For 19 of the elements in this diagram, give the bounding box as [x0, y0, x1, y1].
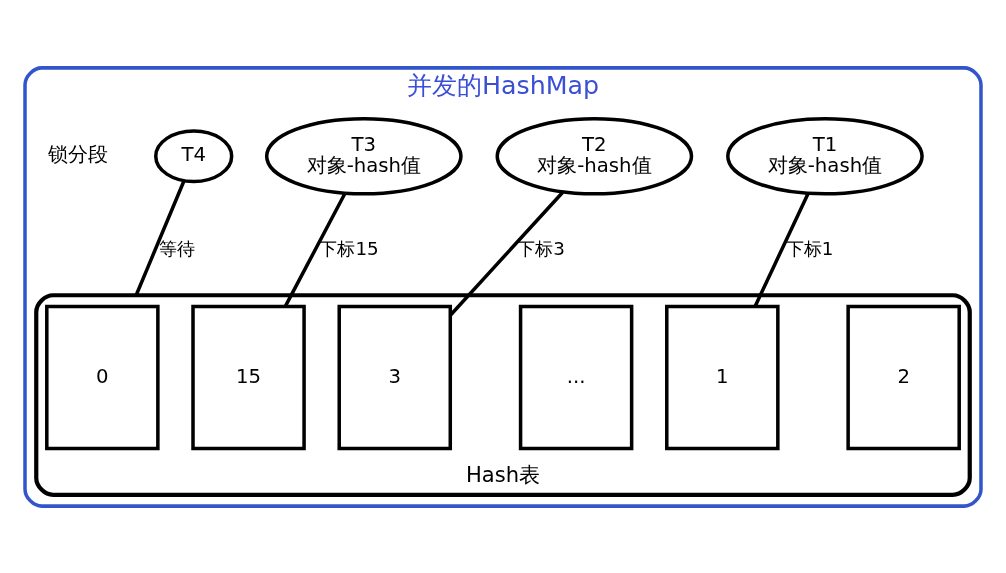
edge-label: 下标1: [785, 237, 834, 259]
connector: [753, 192, 810, 307]
edge-label: 下标3: [517, 237, 565, 259]
node-box: 0: [45, 304, 160, 450]
edge-label: 等待: [158, 237, 195, 259]
label: 锁分段: [48, 142, 109, 166]
node-box: 2: [846, 304, 961, 450]
node-ellipse: T3 对象-hash值: [264, 116, 463, 196]
connector: [134, 179, 186, 296]
node-box: 1: [665, 304, 780, 450]
node-box: ...: [518, 304, 634, 450]
node-box: 15: [191, 304, 306, 450]
node-box: 3: [337, 304, 453, 450]
connector: [449, 190, 565, 316]
node-ellipse: T4: [154, 128, 234, 183]
node-ellipse: T1 对象-hash值: [726, 116, 924, 196]
edge-label: 下标15: [319, 237, 379, 259]
connector: [283, 192, 347, 307]
node-ellipse: T2 对象-hash值: [495, 116, 694, 196]
